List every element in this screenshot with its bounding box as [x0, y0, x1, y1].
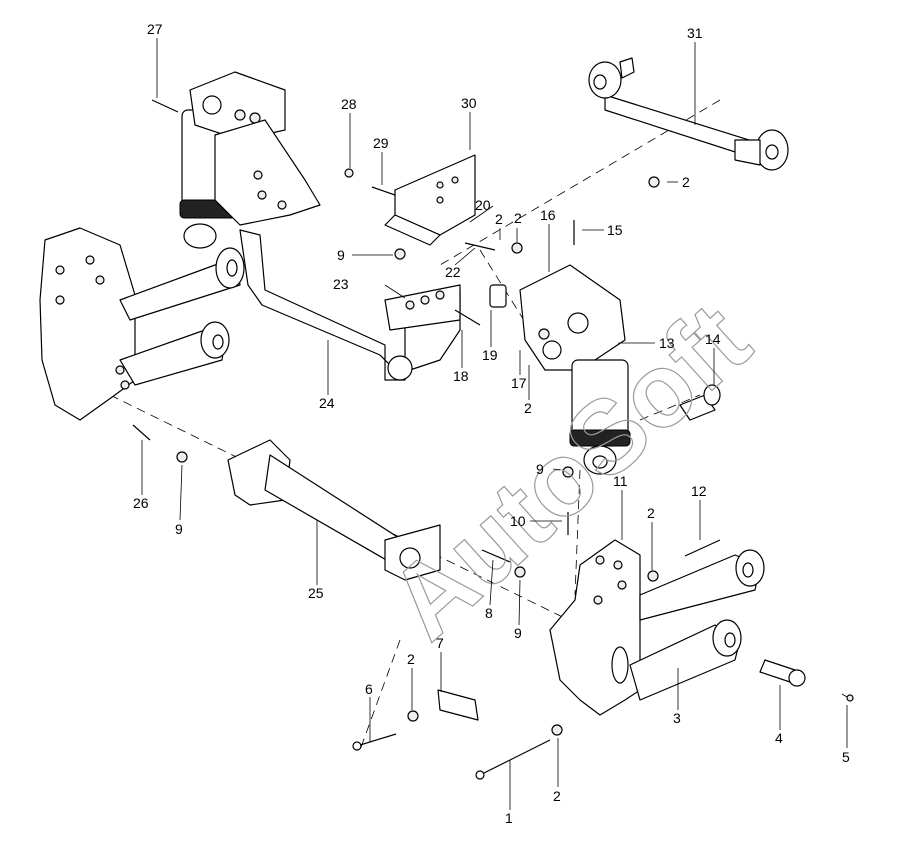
callout-10: 10	[510, 513, 526, 529]
callout-29: 29	[373, 135, 389, 151]
angle-bracket-30	[384, 154, 476, 246]
callout-16: 16	[540, 207, 556, 223]
callout-14: 14	[705, 331, 721, 347]
upper-torque-rod	[588, 57, 789, 171]
callout-2-top: 2	[682, 174, 690, 190]
bolt-5	[841, 693, 854, 702]
left-hanger-bracket	[39, 227, 245, 421]
crossmember-25	[227, 439, 441, 581]
callout-9-mid: 9	[536, 461, 544, 477]
callout-8: 8	[485, 605, 493, 621]
callout-1: 1	[505, 810, 513, 826]
plate-7	[437, 689, 479, 721]
cross-bracket-24	[214, 119, 461, 381]
callout-17: 17	[511, 375, 527, 391]
callout-27: 27	[147, 21, 163, 37]
callout-12: 12	[691, 483, 707, 499]
callout-28: 28	[341, 96, 357, 112]
callout-2-a: 2	[495, 211, 503, 227]
callout-6: 6	[365, 681, 373, 697]
callout-25: 25	[308, 585, 324, 601]
leader-lines	[141, 38, 848, 810]
callout-9-left: 9	[175, 521, 183, 537]
callout-4: 4	[775, 730, 783, 746]
callout-22: 22	[445, 264, 461, 280]
callout-24: 24	[319, 395, 335, 411]
right-hanger-bracket	[549, 539, 765, 716]
callout-18: 18	[453, 368, 469, 384]
callout-30: 30	[461, 95, 477, 111]
bolts	[132, 99, 721, 780]
callout-13: 13	[659, 335, 675, 351]
callout-2-bottom: 2	[553, 788, 561, 804]
callout-2-mid: 2	[524, 400, 532, 416]
pin-14	[679, 384, 721, 421]
callout-31: 31	[687, 25, 703, 41]
callout-15: 15	[607, 222, 623, 238]
callout-26: 26	[133, 495, 149, 511]
callout-5: 5	[842, 749, 850, 765]
callout-11: 11	[613, 473, 628, 489]
callout-labels: 27 31 28 30 29 2 20 2 2 16 15 9 22 23 13…	[133, 21, 850, 826]
nuts	[176, 168, 660, 736]
pin-4	[759, 659, 806, 687]
callout-9-bottom: 9	[514, 625, 522, 641]
callout-23: 23	[333, 276, 349, 292]
callout-9-top: 9	[337, 247, 345, 263]
callout-19: 19	[482, 347, 498, 363]
callout-2-b: 2	[514, 210, 522, 226]
callout-3: 3	[673, 710, 681, 726]
callout-20: 20	[475, 197, 491, 213]
callout-2-left: 2	[407, 651, 415, 667]
right-air-spring	[519, 264, 631, 475]
assembly-guide-lines	[109, 99, 721, 751]
callout-7: 7	[436, 635, 444, 651]
callout-2-right: 2	[647, 505, 655, 521]
